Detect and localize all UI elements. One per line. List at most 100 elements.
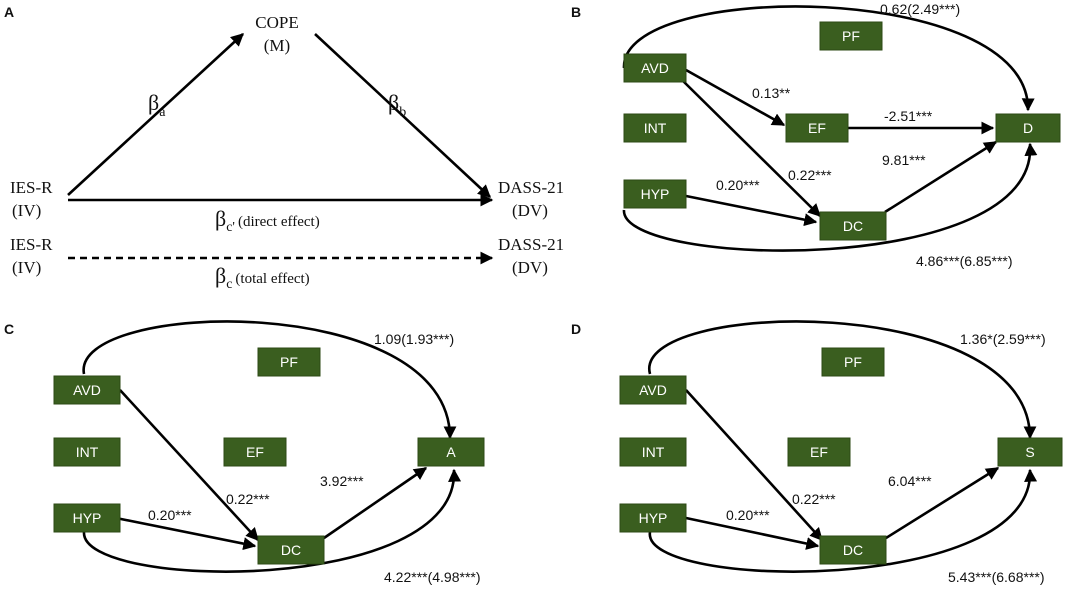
node-int-label: INT xyxy=(642,444,665,460)
node-outcome-a-label: A xyxy=(446,444,456,460)
node-outcome-a xyxy=(417,437,485,467)
edge-hyp-out-bottom xyxy=(622,142,1038,252)
edge-hyp-out-bottom xyxy=(82,468,462,573)
panel-c: C PF AVD INT EF HYP DC A 1.09(1.93***) 0… xyxy=(4,320,485,585)
iv-label-total: IES-R xyxy=(10,235,53,254)
dv-role: (DV) xyxy=(512,201,548,220)
path-b-arrow xyxy=(314,33,491,198)
node-pf-label: PF xyxy=(842,28,860,44)
node-ef xyxy=(785,113,849,143)
edge-dc-out xyxy=(885,466,1000,540)
node-int xyxy=(53,437,121,467)
node-hyp-label: HYP xyxy=(73,510,102,526)
mediator-label: COPE xyxy=(255,13,298,32)
node-pf xyxy=(821,347,885,377)
edge-hyp-dc xyxy=(115,516,257,551)
coef-bottom-curve: 4.22***(4.98***) xyxy=(384,569,481,585)
node-dc-label: DC xyxy=(281,542,301,558)
panel-b: B PF AVD INT EF HYP DC D 0.62(2.49***) 0… xyxy=(571,1,1061,269)
node-int-label: INT xyxy=(76,444,99,460)
node-ef-label: EF xyxy=(246,444,264,460)
node-hyp-label: HYP xyxy=(639,510,668,526)
node-outcome-d xyxy=(995,113,1061,143)
beta-b-label: βb xyxy=(388,90,406,120)
node-dc xyxy=(257,535,325,565)
node-hyp xyxy=(619,503,687,533)
coef-dc-out: 9.81*** xyxy=(882,152,926,168)
dv-role-total: (DV) xyxy=(512,258,548,277)
node-int-label: INT xyxy=(644,120,667,136)
node-avd-label: AVD xyxy=(639,382,667,398)
iv-role-total: (IV) xyxy=(12,258,41,277)
iv-label: IES-R xyxy=(10,178,53,197)
coef-avd-dc: 0.22*** xyxy=(226,491,270,507)
coef-bottom-curve: 5.43***(6.68***) xyxy=(948,569,1045,585)
panel-c-letter: C xyxy=(4,321,14,337)
node-dc-label: DC xyxy=(843,542,863,558)
edge-hyp-out-bottom xyxy=(648,468,1038,573)
edge-avd-out-top xyxy=(622,5,1035,112)
panel-a: A COPE (M) IES-R (IV) DASS-21 (DV) IES-R… xyxy=(4,4,564,292)
edge-avd-ef xyxy=(685,68,786,127)
dv-label-total: DASS-21 xyxy=(498,235,564,254)
node-dc-label: DC xyxy=(843,218,863,234)
node-avd-label: AVD xyxy=(641,60,669,76)
coef-dc-out: 6.04*** xyxy=(888,473,932,489)
beta-c-label: βc(total effect) xyxy=(215,263,310,292)
node-outcome-s xyxy=(997,437,1063,467)
node-int xyxy=(619,437,687,467)
coef-top-curve: 1.09(1.93***) xyxy=(374,331,454,347)
node-ef xyxy=(787,437,851,467)
node-pf-label: PF xyxy=(280,354,298,370)
coef-bottom-curve: 4.86***(6.85***) xyxy=(916,253,1013,269)
beta-a-label: βa xyxy=(148,90,166,120)
coef-dc-out: 3.92*** xyxy=(320,473,364,489)
node-ef-label: EF xyxy=(810,444,828,460)
node-dc xyxy=(819,211,887,241)
coef-hyp-dc: 0.20*** xyxy=(726,507,770,523)
edge-dc-out xyxy=(323,466,428,540)
node-pf xyxy=(819,21,883,51)
path-a-arrow xyxy=(67,33,244,196)
coef-top-curve: 0.62(2.49***) xyxy=(880,1,960,17)
node-ef-label: EF xyxy=(808,120,826,136)
node-pf xyxy=(257,347,321,377)
panel-a-letter: A xyxy=(4,4,14,20)
edge-avd-dc xyxy=(681,79,821,217)
coef-ef-out: -2.51*** xyxy=(884,108,933,124)
coef-avd-dc: 0.22*** xyxy=(788,167,832,183)
node-avd xyxy=(619,375,687,405)
node-avd-label: AVD xyxy=(73,382,101,398)
node-dc xyxy=(819,535,887,565)
edge-avd-out-top xyxy=(82,320,457,440)
node-hyp-label: HYP xyxy=(641,186,670,202)
dv-label: DASS-21 xyxy=(498,178,564,197)
node-avd xyxy=(53,375,121,405)
node-outcome-s-label: S xyxy=(1025,444,1034,460)
edge-avd-out-top xyxy=(648,320,1037,440)
edge-avd-dc xyxy=(119,389,259,541)
node-hyp xyxy=(53,503,121,533)
coef-avd-ef: 0.13** xyxy=(752,85,791,101)
coef-top-curve: 1.36*(2.59***) xyxy=(960,331,1046,347)
beta-cprime-label: βc'(direct effect) xyxy=(215,206,320,235)
iv-role: (IV) xyxy=(12,201,41,220)
coef-avd-dc: 0.22*** xyxy=(792,491,836,507)
panel-d: D PF AVD INT EF HYP DC S 1.36*(2.59***) … xyxy=(571,320,1063,585)
node-pf-label: PF xyxy=(844,354,862,370)
edge-hyp-dc xyxy=(685,516,820,550)
edge-hyp-dc xyxy=(685,194,818,227)
coef-hyp-dc: 0.20*** xyxy=(148,507,192,523)
node-int xyxy=(623,113,687,143)
node-hyp xyxy=(623,179,687,209)
node-outcome-d-label: D xyxy=(1023,120,1033,136)
node-ef xyxy=(223,437,287,467)
edge-dc-out xyxy=(884,140,998,214)
mediator-role: (M) xyxy=(264,36,290,55)
edge-avd-dc xyxy=(685,389,823,541)
panel-d-letter: D xyxy=(571,321,581,337)
node-avd xyxy=(623,53,687,83)
coef-hyp-dc: 0.20*** xyxy=(716,177,760,193)
panel-b-letter: B xyxy=(571,4,581,20)
